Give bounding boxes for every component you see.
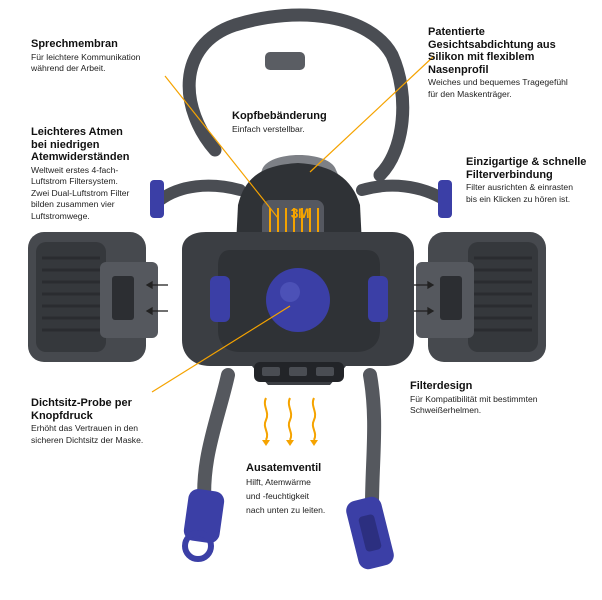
label-breathing-title-1: Leichteres Atmen: [31, 126, 123, 138]
label-seal-check-title-1: Dichtsitz-Probe per: [31, 397, 132, 409]
label-filter-connection-desc-2: bis ein Klicken zu hören ist.: [466, 193, 571, 204]
label-breathing-title-3: Atemwiderständen: [31, 151, 130, 163]
label-exhalation-valve: Ausatemventil Hilft, Atemwärme und -feuc…: [246, 462, 356, 517]
label-silicone-seal-title-1: Patentierte: [428, 26, 485, 38]
right-buckle: [346, 496, 394, 570]
label-exhalation-valve-desc-2: und -feuchtigkeit: [246, 490, 310, 501]
mask-logo: 3M: [290, 205, 310, 221]
strap-adjuster: [265, 52, 305, 70]
left-buckle: [182, 489, 225, 562]
label-silicone-seal-desc-2: für den Maskenträger.: [428, 88, 512, 99]
label-silicone-seal-title-4: Nasenprofil: [428, 63, 489, 76]
label-breathing-desc-5: Luftstromwege.: [31, 210, 90, 221]
label-filter-design-title: Filterdesign: [410, 380, 473, 392]
label-speech-diaphragm: Sprechmembran Für leichtere Kommunikatio…: [31, 38, 201, 74]
right-release-tab: [368, 276, 388, 322]
label-filter-design-desc-1: Für Kompatibilität mit bestimmten: [410, 393, 538, 404]
label-filter-connection-desc-1: Filter ausrichten & einrasten: [466, 182, 573, 192]
right-filter: [416, 232, 546, 362]
label-breathing-desc-2: Luftstrom Filtersystem.: [31, 176, 118, 186]
label-head-harness: Kopfbebänderung Einfach verstellbar.: [232, 110, 372, 134]
label-breathing-desc-1: Weltweit erstes 4-fach-: [31, 164, 119, 175]
label-breathing-title-2: bei niedrigen: [31, 138, 100, 151]
label-filter-connection-title-1: Einzigartige & schnelle: [466, 156, 587, 168]
label-seal-check: Dichtsitz-Probe per Knopfdruck Erhöht da…: [31, 397, 191, 445]
label-seal-check-title-2: Knopfdruck: [31, 409, 93, 422]
exhalation-valve: [254, 362, 344, 382]
label-silicone-seal: Patentierte Gesichtsabdichtung aus Silik…: [428, 26, 598, 99]
label-silicone-seal-title-2: Gesichtsabdichtung aus: [428, 38, 556, 51]
label-silicone-seal-title-3: Silikon mit flexiblem: [428, 51, 535, 63]
label-filter-connection-title-2: Filterverbindung: [466, 168, 553, 181]
label-seal-check-desc-2: sicheren Dichtsitz der Maske.: [31, 434, 144, 445]
label-filter-design-desc-2: Schweißerhelmen.: [410, 405, 482, 415]
label-breathing: Leichteres Atmen bei niedrigen Atemwider…: [31, 126, 181, 221]
label-speech-diaphragm-desc-1: Für leichtere Kommunikation: [31, 51, 141, 62]
label-breathing-desc-3: Zwei Dual-Luftstrom Filter: [31, 187, 130, 198]
label-exhalation-valve-title: Ausatemventil: [246, 462, 322, 474]
label-head-harness-title: Kopfbebänderung: [232, 110, 327, 122]
label-seal-check-desc-1: Erhöht das Vertrauen in den: [31, 423, 139, 433]
seal-check-button: [266, 268, 330, 332]
leader-lines: [151, 55, 435, 393]
exhaled-air-arrows: [263, 397, 317, 441]
label-exhalation-valve-desc-1: Hilft, Atemwärme: [246, 476, 311, 487]
filter-arrows: [145, 280, 435, 316]
right-strap-clip: [438, 180, 452, 218]
head-harness: [154, 8, 451, 206]
left-release-tab: [210, 276, 230, 322]
label-exhalation-valve-desc-3: nach unten zu leiten.: [246, 504, 326, 515]
label-head-harness-desc: Einfach verstellbar.: [232, 123, 305, 134]
label-filter-design: Filterdesign Für Kompatibilität mit best…: [410, 380, 580, 416]
label-speech-diaphragm-desc-2: während der Arbeit.: [31, 63, 106, 73]
label-silicone-seal-desc-1: Weiches und bequemes Tragegefühl: [428, 77, 568, 87]
left-filter: [28, 232, 158, 362]
label-speech-diaphragm-title: Sprechmembran: [31, 38, 118, 50]
left-strap-clip: [150, 180, 164, 218]
label-filter-connection: Einzigartige & schnelle Filterverbindung…: [466, 156, 598, 204]
label-breathing-desc-4: bilden zusammen vier: [31, 199, 115, 209]
